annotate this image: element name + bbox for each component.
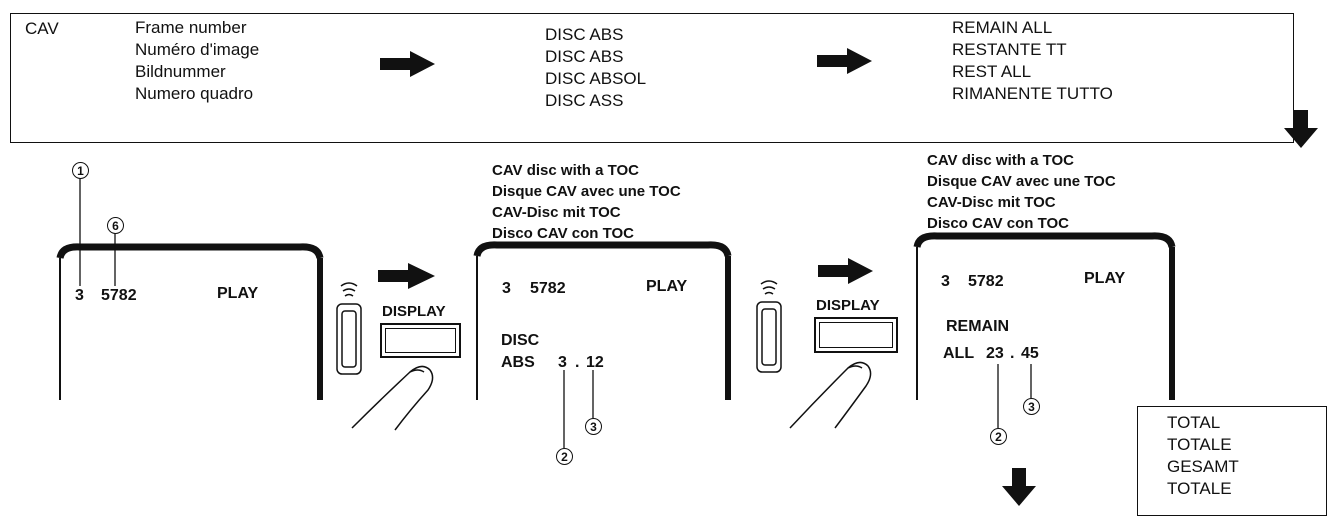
screen2-seconds: 12 <box>586 354 604 372</box>
arrow-right-icon <box>380 51 435 77</box>
screen2-caption: CAV disc with a TOC Disque CAV avec une … <box>492 160 681 244</box>
total-it: TOTALE <box>1167 478 1239 500</box>
callout-2: 2 <box>990 428 1007 445</box>
screen3-frame-number: 5782 <box>968 273 1004 291</box>
callout-2: 2 <box>556 448 573 465</box>
total-labels: TOTAL TOTALE GESAMT TOTALE <box>1167 412 1239 500</box>
screen2-frame <box>477 245 728 400</box>
total-fr: TOTALE <box>1167 434 1239 456</box>
screen2-status: PLAY <box>646 278 687 296</box>
screen3-status: PLAY <box>1084 270 1125 288</box>
callout-3: 3 <box>1023 398 1040 415</box>
screen3-minutes: 23 <box>986 345 1004 363</box>
total-en: TOTAL <box>1167 412 1239 434</box>
screen3-label-all: ALL <box>943 345 974 363</box>
screen2-chapter: 3 <box>502 280 511 298</box>
leader-lines <box>564 370 593 448</box>
screen1-chapter: 3 <box>75 287 84 305</box>
caption-fr: Disque CAV avec une TOC <box>927 171 1116 192</box>
leader-lines <box>998 364 1031 428</box>
screen2-label-disc: DISC <box>501 332 539 350</box>
callout-6: 6 <box>107 217 124 234</box>
remote-control-icon <box>757 281 781 372</box>
screen3-seconds: 45 <box>1021 345 1039 363</box>
caption-it: Disco CAV con TOC <box>492 223 681 244</box>
caption-de: CAV-Disc mit TOC <box>927 192 1116 213</box>
callout-3: 3 <box>585 418 602 435</box>
caption-en: CAV disc with a TOC <box>927 150 1116 171</box>
screen3-chapter: 3 <box>941 273 950 291</box>
finger-icon <box>352 366 433 430</box>
screen3-separator: . <box>1010 345 1014 363</box>
screen3-label-remain: REMAIN <box>946 318 1009 336</box>
screen2-minutes: 3 <box>558 354 567 372</box>
total-de: GESAMT <box>1167 456 1239 478</box>
screen1-status: PLAY <box>217 285 258 303</box>
caption-it: Disco CAV con TOC <box>927 213 1116 234</box>
caption-de: CAV-Disc mit TOC <box>492 202 681 223</box>
display-button[interactable] <box>380 323 461 358</box>
caption-en: CAV disc with a TOC <box>492 160 681 181</box>
remote-control-icon <box>337 283 361 374</box>
screen2-frame-number: 5782 <box>530 280 566 298</box>
arrow-down-icon <box>1284 110 1318 148</box>
screen1-frame <box>60 247 320 400</box>
caption-fr: Disque CAV avec une TOC <box>492 181 681 202</box>
screen3-caption: CAV disc with a TOC Disque CAV avec une … <box>927 150 1116 234</box>
arrow-right-icon <box>818 258 873 284</box>
screen1-frame-number: 5782 <box>101 287 137 305</box>
arrow-right-icon <box>817 48 872 74</box>
finger-icon <box>790 362 871 428</box>
display-button[interactable] <box>814 317 898 353</box>
screen2-label-abs: ABS <box>501 354 535 372</box>
display-button-label: DISPLAY <box>816 297 880 314</box>
display-button-label: DISPLAY <box>382 303 446 320</box>
arrow-down-icon <box>1002 468 1036 506</box>
arrow-right-icon <box>378 263 435 289</box>
callout-1: 1 <box>72 162 89 179</box>
screen2-separator: . <box>575 354 579 372</box>
